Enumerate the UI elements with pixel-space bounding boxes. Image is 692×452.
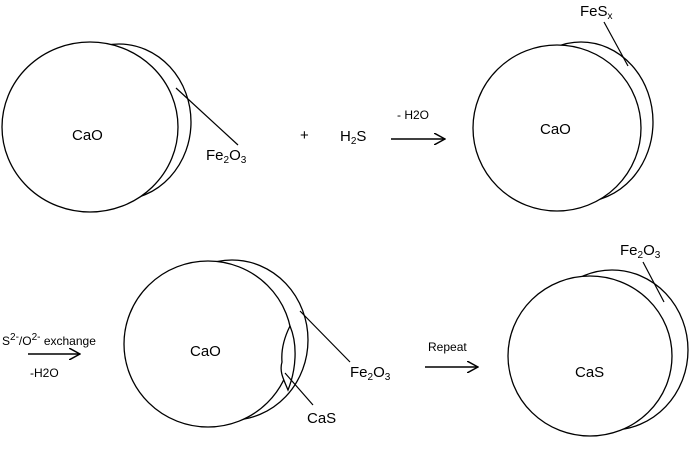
particle-cao-fesx-top-right: CaO FeSx: [472, 3, 654, 212]
cas-pocket: [280, 324, 296, 392]
leader-line: [642, 261, 665, 303]
cao-core: [1, 41, 179, 213]
core-label: CaO: [190, 343, 221, 360]
cao-core: [472, 44, 642, 212]
shell-label: Fe2O3: [350, 364, 391, 383]
core-label: CaS: [575, 364, 604, 381]
cas-core: [507, 275, 673, 437]
shell-leader-line: [299, 310, 351, 363]
exchange-arrow: S2-/O2- exchange -H2O: [2, 332, 96, 380]
plus-sign: +: [300, 127, 309, 144]
leader-line: [603, 21, 629, 67]
shell-label: Fe2O3: [620, 242, 661, 261]
cas-leader-line: [284, 372, 314, 406]
shell-label: FeSx: [580, 3, 613, 22]
arrow-label: - H2O: [397, 108, 429, 122]
repeat-arrow: Repeat: [425, 340, 478, 367]
particle-cao-fe2o3-cas-middle: CaO Fe2O3 CaS: [123, 259, 391, 428]
reaction-arrow-top: - H2O: [391, 108, 445, 139]
particle-cas-fe2o3-bottom-right: CaS Fe2O3: [507, 242, 689, 437]
inner-label: CaS: [307, 410, 336, 427]
core-label: CaO: [540, 121, 571, 138]
shell-label: Fe2O3: [206, 147, 247, 166]
core-label: CaO: [72, 127, 103, 144]
reagent-label: H2S: [340, 128, 366, 147]
exchange-label: S2-/O2- exchange: [2, 332, 96, 348]
particle-cao-fe2o3-top-left: CaO Fe2O3: [1, 41, 247, 213]
water-label: -H2O: [30, 366, 59, 380]
leader-line: [175, 87, 239, 146]
repeat-label: Repeat: [428, 340, 467, 354]
